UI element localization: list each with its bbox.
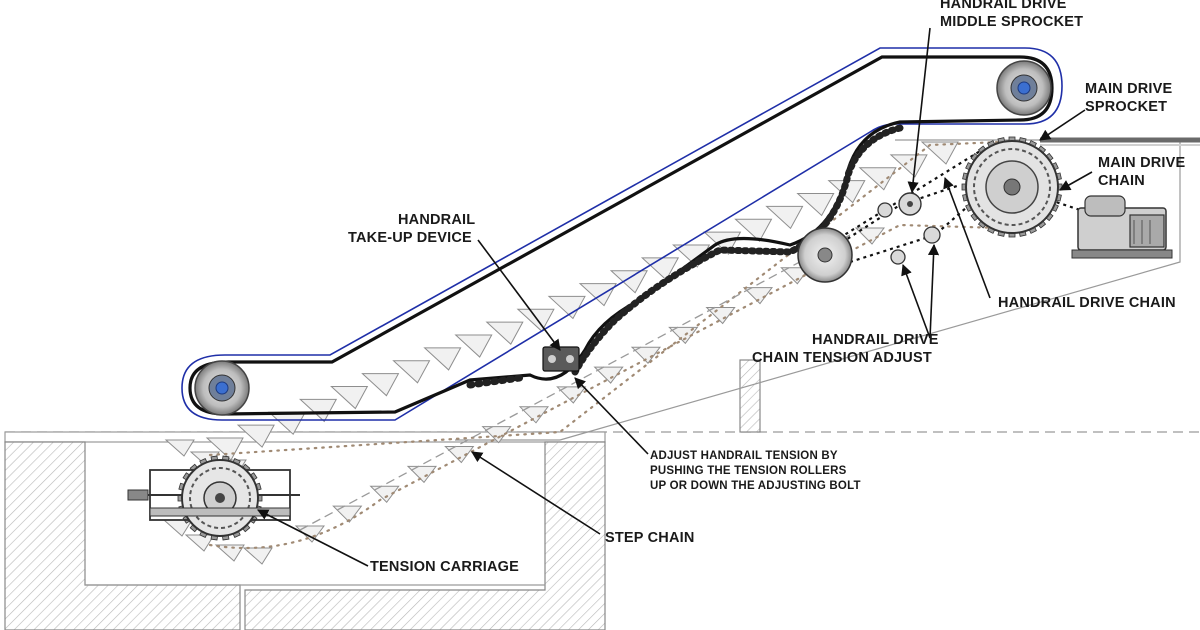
handrail-drive-chain-line [849,199,976,264]
handrail-roller-chain [571,124,904,376]
escalator-step [734,218,773,243]
label-main-drive-chain-line2: CHAIN [1098,173,1145,189]
escalator-step [547,295,586,320]
leader-tension-adjust-2 [927,243,940,339]
escalator-step [920,141,959,165]
truss-outline [559,139,1181,441]
upper-step-chain-track [208,140,1002,457]
escalator-step [298,398,338,423]
leader-adjust-tension [574,377,649,455]
label-handrail-drive-middle-sprocket-line2: MIDDLE SPROCKET [940,14,1083,30]
label-main-drive-sprocket-line2: SPROCKET [1085,99,1167,115]
label-handrail-take-up-line2: TAKE-UP DEVICE [348,230,472,246]
chain-tension-rollers [890,226,941,265]
leader-middle-sprocket [907,27,931,194]
escalator-step-return [242,547,273,565]
escalator-step [516,308,555,333]
label-step-chain: STEP CHAIN [605,530,695,546]
label-chain-tension-adjust-line2: CHAIN TENSION ADJUST [752,350,932,366]
leader-main-drive-chain [1059,171,1093,191]
pit-wall-right [244,441,606,630]
escalator-step-return [164,439,195,457]
handrail-take-up-device [542,346,580,372]
escalator-step-return [369,485,400,504]
leader-take-up-device [477,239,561,351]
escalator-step [454,334,493,358]
handrail-lower-rollers [466,374,524,389]
leader-step-chain [471,451,601,535]
escalator-step [267,411,307,436]
label-handrail-drive-middle-sprocket-line1: HANDRAIL DRIVE [940,0,1067,12]
escalator-step-return [444,446,475,464]
escalator-step [485,321,524,345]
label-adjust-tension-line1: ADJUST HANDRAIL TENSION BY [650,450,838,462]
escalator-step-return [184,534,215,552]
escalator-step-return [518,406,549,424]
handrail-drive-middle-sprockets [877,192,922,218]
escalator-step [330,386,369,410]
leader-handrail-drive-chain [943,176,991,299]
main-drive-sprocket [961,136,1063,238]
leader-main-drive-sprocket [1039,109,1086,141]
escalator-step-return [214,544,245,562]
escalator-step [361,373,400,397]
tension-carriage [127,455,300,541]
handrail-drive-pulley [797,227,853,283]
labels: HANDRAIL DRIVE MIDDLE SPROCKET MAIN DRIV… [348,0,1186,575]
label-handrail-drive-chain: HANDRAIL DRIVE CHAIN [998,295,1176,311]
escalator-step-return [630,346,661,364]
escalator-step [236,424,275,448]
main-drive-chain-link [1049,198,1096,217]
escalator-step [765,205,804,230]
main-drive-chain-upper [819,147,986,251]
escalator-step [889,154,928,178]
escalator-step-return [742,287,773,305]
rollers [127,60,1173,541]
floor-slab [4,431,606,443]
escalator-step [609,270,648,294]
escalator-step-return [593,366,624,384]
support-column [739,359,761,433]
escalator-step-return [406,465,437,484]
label-handrail-take-up-line1: HANDRAIL [398,212,475,228]
drive-motor [1071,195,1173,259]
leader-tension-carriage [257,509,369,567]
truss-structure [455,137,1200,441]
escalator-step [578,283,617,307]
steps [162,141,959,565]
escalator-step [392,360,431,384]
floor-structure [4,359,1200,630]
escalator-step [423,347,462,371]
label-main-drive-sprocket-line1: MAIN DRIVE [1085,81,1173,97]
escalator-step-return [332,505,363,523]
leader-lines [257,27,1093,567]
escalator-step [858,167,897,191]
label-adjust-tension-line2: PUSHING THE TENSION ROLLERS [650,465,847,477]
label-chain-tension-adjust-line1: HANDRAIL DRIVE [812,332,939,348]
escalator-step [796,192,835,217]
lower-step-chain-track [208,223,1002,550]
label-tension-carriage: TENSION CARRIAGE [370,559,519,575]
label-adjust-tension-line3: UP OR DOWN THE ADJUSTING BOLT [650,480,861,492]
upper-newel-wheel [996,60,1052,116]
lower-newel-wheel [194,360,250,416]
leader-tension-adjust-1 [901,263,931,339]
escalator-step [640,257,680,281]
label-main-drive-chain-line1: MAIN DRIVE [1098,155,1186,171]
